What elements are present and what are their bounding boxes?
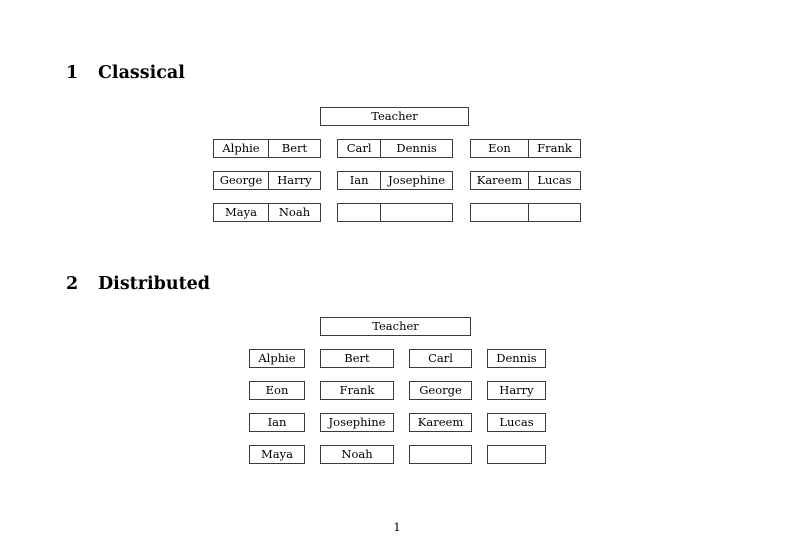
section-heading-classical: 1 Classical xyxy=(66,63,185,83)
section-number: 2 xyxy=(66,274,79,294)
student-box[interactable]: Lucas xyxy=(487,413,546,432)
table-row[interactable]: Maya Noah xyxy=(213,203,321,222)
table-cell xyxy=(471,204,528,221)
student-box[interactable]: Carl xyxy=(409,349,472,368)
student-box[interactable]: Dennis xyxy=(487,349,546,368)
student-box[interactable]: Maya xyxy=(249,445,305,464)
student-box[interactable] xyxy=(409,445,472,464)
student-box[interactable]: Ian xyxy=(249,413,305,432)
table-cell xyxy=(527,204,580,221)
section-number: 1 xyxy=(66,63,79,83)
table-cell: Harry xyxy=(267,172,320,189)
student-box[interactable]: Bert xyxy=(320,349,394,368)
student-box[interactable]: Kareem xyxy=(409,413,472,432)
table-row[interactable]: Alphie Bert xyxy=(213,139,321,158)
student-box[interactable]: Josephine xyxy=(320,413,394,432)
table-row[interactable] xyxy=(337,203,453,222)
teacher-box-distributed[interactable]: Teacher xyxy=(320,317,471,336)
student-box[interactable]: Noah xyxy=(320,445,394,464)
table-cell: Noah xyxy=(267,204,320,221)
table-cell: Eon xyxy=(488,140,511,155)
table-cell: Kareem xyxy=(476,172,523,187)
table-cell: Ian xyxy=(349,172,369,187)
table-cell: Alphie xyxy=(222,140,260,155)
table-cell: Frank xyxy=(527,140,580,157)
table-cell: George xyxy=(219,172,263,187)
student-box[interactable]: George xyxy=(409,381,472,400)
table-row[interactable] xyxy=(470,203,581,222)
table-row[interactable]: Eon Frank xyxy=(470,139,581,158)
table-cell: Lucas xyxy=(527,172,580,189)
table-cell: Bert xyxy=(267,140,320,157)
table-cell: Josephine xyxy=(380,172,452,189)
page-number: 1 xyxy=(393,520,401,534)
student-box[interactable]: Alphie xyxy=(249,349,305,368)
table-cell: Maya xyxy=(224,204,257,219)
table-cell xyxy=(380,204,452,221)
student-box[interactable] xyxy=(487,445,546,464)
table-cell: Dennis xyxy=(380,140,452,157)
table-row[interactable]: Carl Dennis xyxy=(337,139,453,158)
section-title: Classical xyxy=(98,63,185,83)
student-box[interactable]: Eon xyxy=(249,381,305,400)
table-row[interactable]: George Harry xyxy=(213,171,321,190)
section-title: Distributed xyxy=(98,274,211,294)
teacher-box-classical[interactable]: Teacher xyxy=(320,107,469,126)
table-row[interactable]: Kareem Lucas xyxy=(470,171,581,190)
section-heading-distributed: 2 Distributed xyxy=(66,274,210,294)
table-row[interactable]: Ian Josephine xyxy=(337,171,453,190)
student-box[interactable]: Frank xyxy=(320,381,394,400)
student-box[interactable]: Harry xyxy=(487,381,546,400)
table-cell: Carl xyxy=(346,140,372,155)
table-cell xyxy=(338,204,380,221)
